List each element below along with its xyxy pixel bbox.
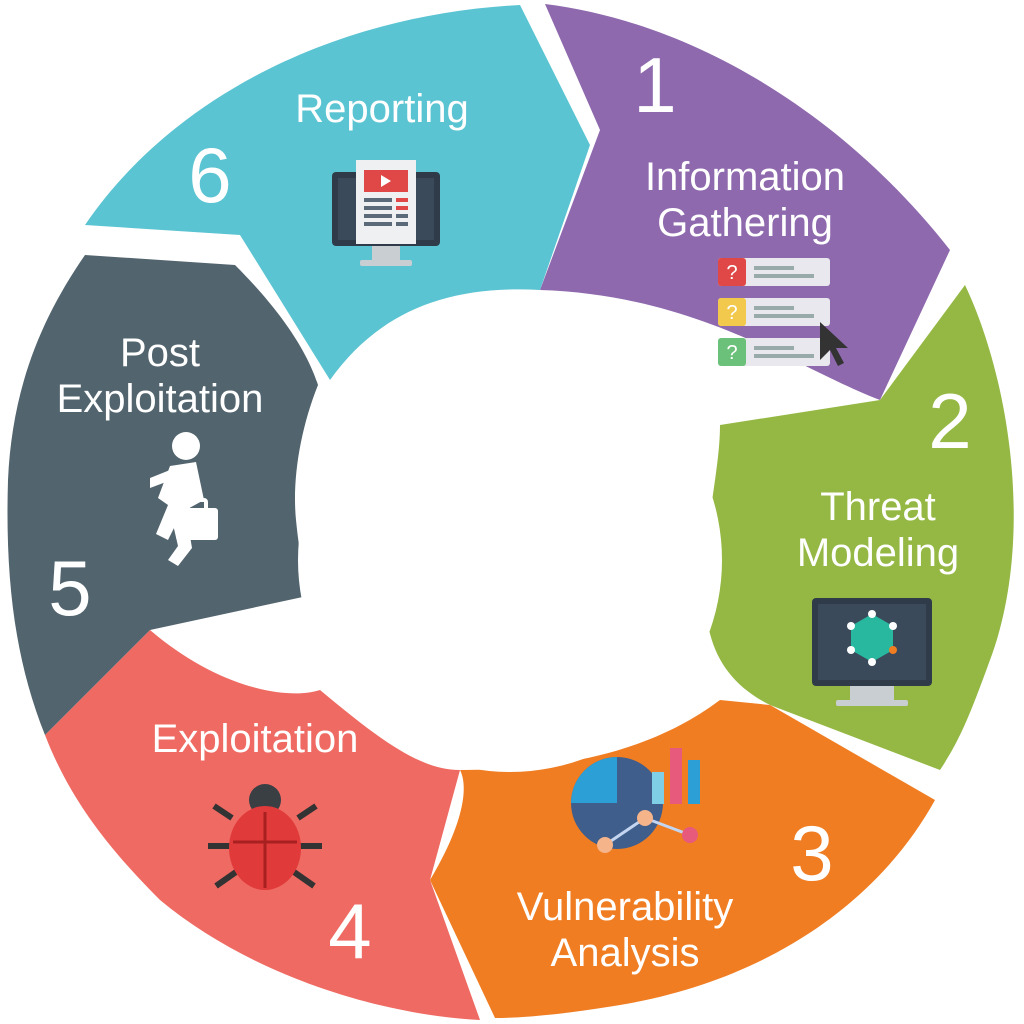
stage-1-title-line-1: Information	[645, 155, 845, 199]
report-monitor-icon	[332, 160, 440, 266]
stage-4-number: 4	[328, 887, 371, 975]
network-monitor-icon	[812, 598, 932, 706]
stage-5-title-line-2: Exploitation	[57, 377, 264, 421]
bug-icon	[208, 784, 322, 890]
stage-6-reporting: Reporting 6	[85, 5, 590, 380]
stage-4-title: Exploitation	[152, 717, 359, 761]
stage-6-title: Reporting	[295, 87, 468, 131]
stage-3-number: 3	[790, 809, 833, 897]
stage-2-number: 2	[928, 377, 971, 465]
stage-4-exploitation: Exploitation 4	[45, 630, 480, 1020]
stage-5-title-line-1: Post	[120, 331, 200, 375]
svg-text:?: ?	[726, 302, 737, 324]
stage-5-post-exploitation: Post Exploitation 5	[7, 255, 318, 735]
stage-3-title-line-2: Analysis	[551, 931, 700, 975]
stage-2-threat-modeling: 2 Threat Modeling	[705, 285, 1014, 770]
stage-1-number: 1	[633, 41, 676, 129]
stage-1-segment	[540, 4, 950, 400]
stage-3-vulnerability-analysis: 3 Vulnerability Analysis	[430, 700, 935, 1018]
stage-3-segment	[430, 700, 935, 1018]
svg-text:?: ?	[726, 262, 737, 284]
analytics-chart-icon	[571, 748, 700, 853]
stage-3-title-line-1: Vulnerability	[517, 885, 733, 929]
stage-6-number: 6	[188, 131, 231, 219]
stage-2-title-line-1: Threat	[820, 485, 936, 529]
center-hole	[298, 348, 722, 772]
running-person-briefcase-icon	[150, 432, 218, 566]
stage-5-number: 5	[48, 544, 91, 632]
stage-2-title-line-2: Modeling	[797, 531, 959, 575]
stage-1-information-gathering: 1 Information Gathering ? ? ?	[540, 4, 950, 400]
stage-2-segment	[705, 285, 1014, 770]
question-list-icon: ? ? ?	[718, 258, 848, 366]
stage-1-title-line-2: Gathering	[657, 201, 833, 245]
svg-text:?: ?	[726, 342, 737, 364]
